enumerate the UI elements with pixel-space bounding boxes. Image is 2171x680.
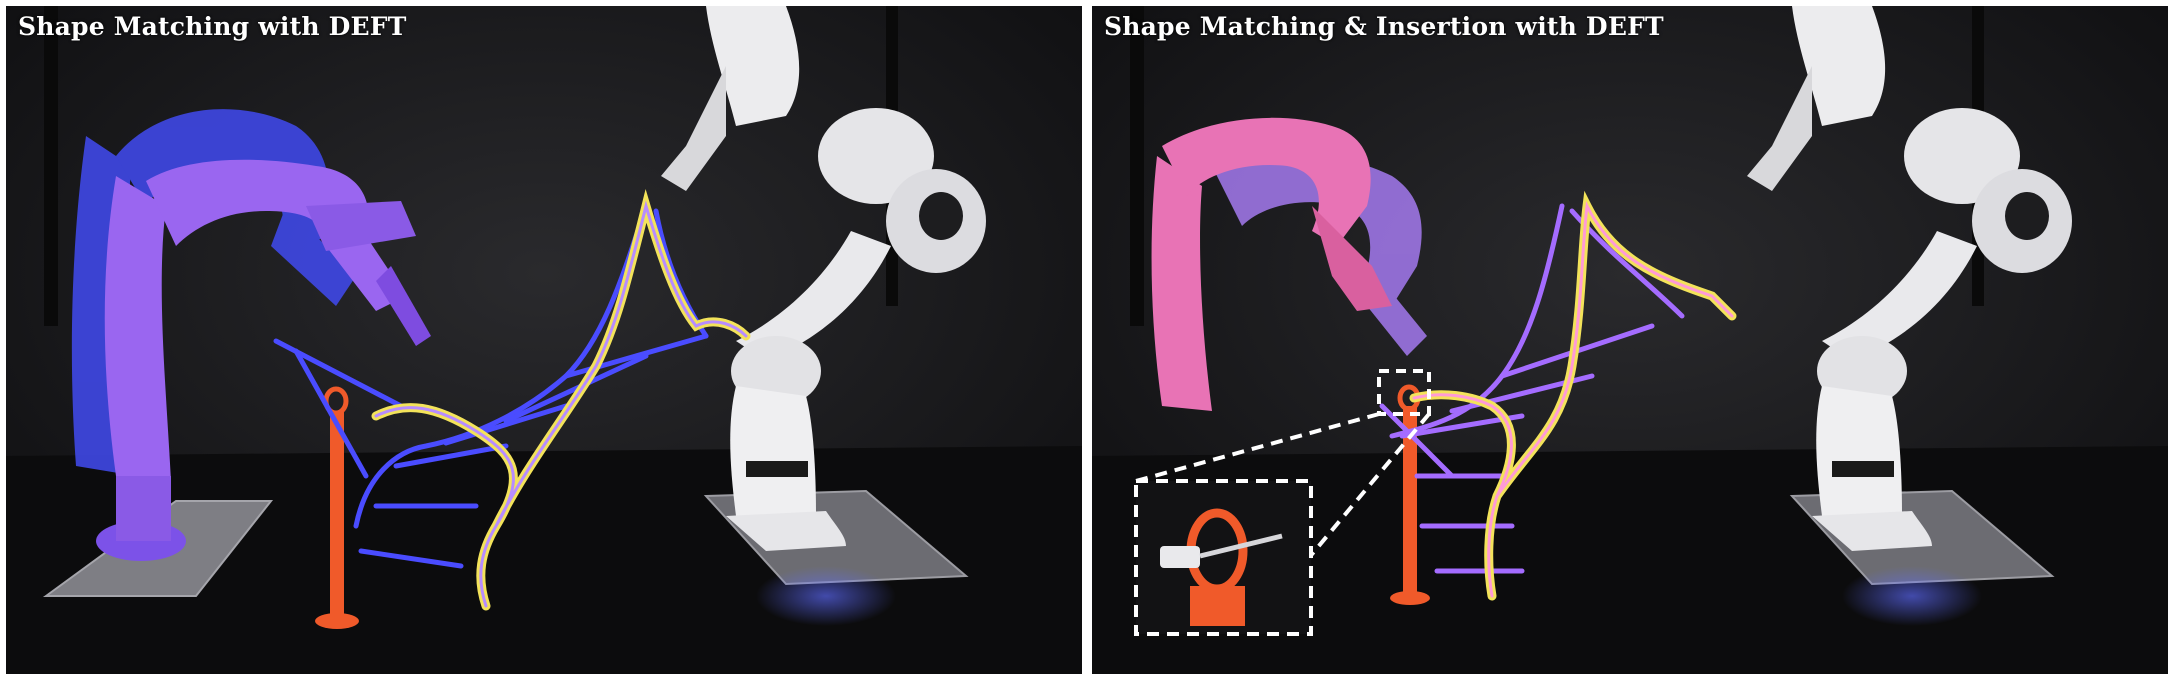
real-robot <box>1747 6 2072 551</box>
floor-glow <box>756 566 896 626</box>
zoom-connector <box>1135 412 1380 483</box>
right-panel: Shape Matching & Insertion with DEFT <box>1092 6 2168 674</box>
zoom-source-box <box>1377 369 1431 416</box>
right-scene <box>1092 6 2168 674</box>
overlay-robot <box>1151 117 1392 411</box>
zoom-inset-content <box>1160 508 1283 626</box>
overlay-robot <box>96 159 431 561</box>
frame-pillar <box>44 6 58 326</box>
zoom-callout <box>1134 369 1431 636</box>
real-robot <box>661 6 986 551</box>
target-cable <box>1409 190 1737 601</box>
panel-caption: Shape Matching with DEFT <box>18 12 407 41</box>
floor-glow <box>1842 566 1982 626</box>
panel-caption: Shape Matching & Insertion with DEFT <box>1104 12 1664 41</box>
left-scene <box>6 6 1082 674</box>
target-cable <box>371 189 751 611</box>
insertion-fixture <box>1390 384 1430 605</box>
frame-pillar <box>1130 6 1144 326</box>
left-panel: Shape Matching with DEFT <box>6 6 1082 674</box>
ghost-cable-overlay <box>273 203 709 569</box>
